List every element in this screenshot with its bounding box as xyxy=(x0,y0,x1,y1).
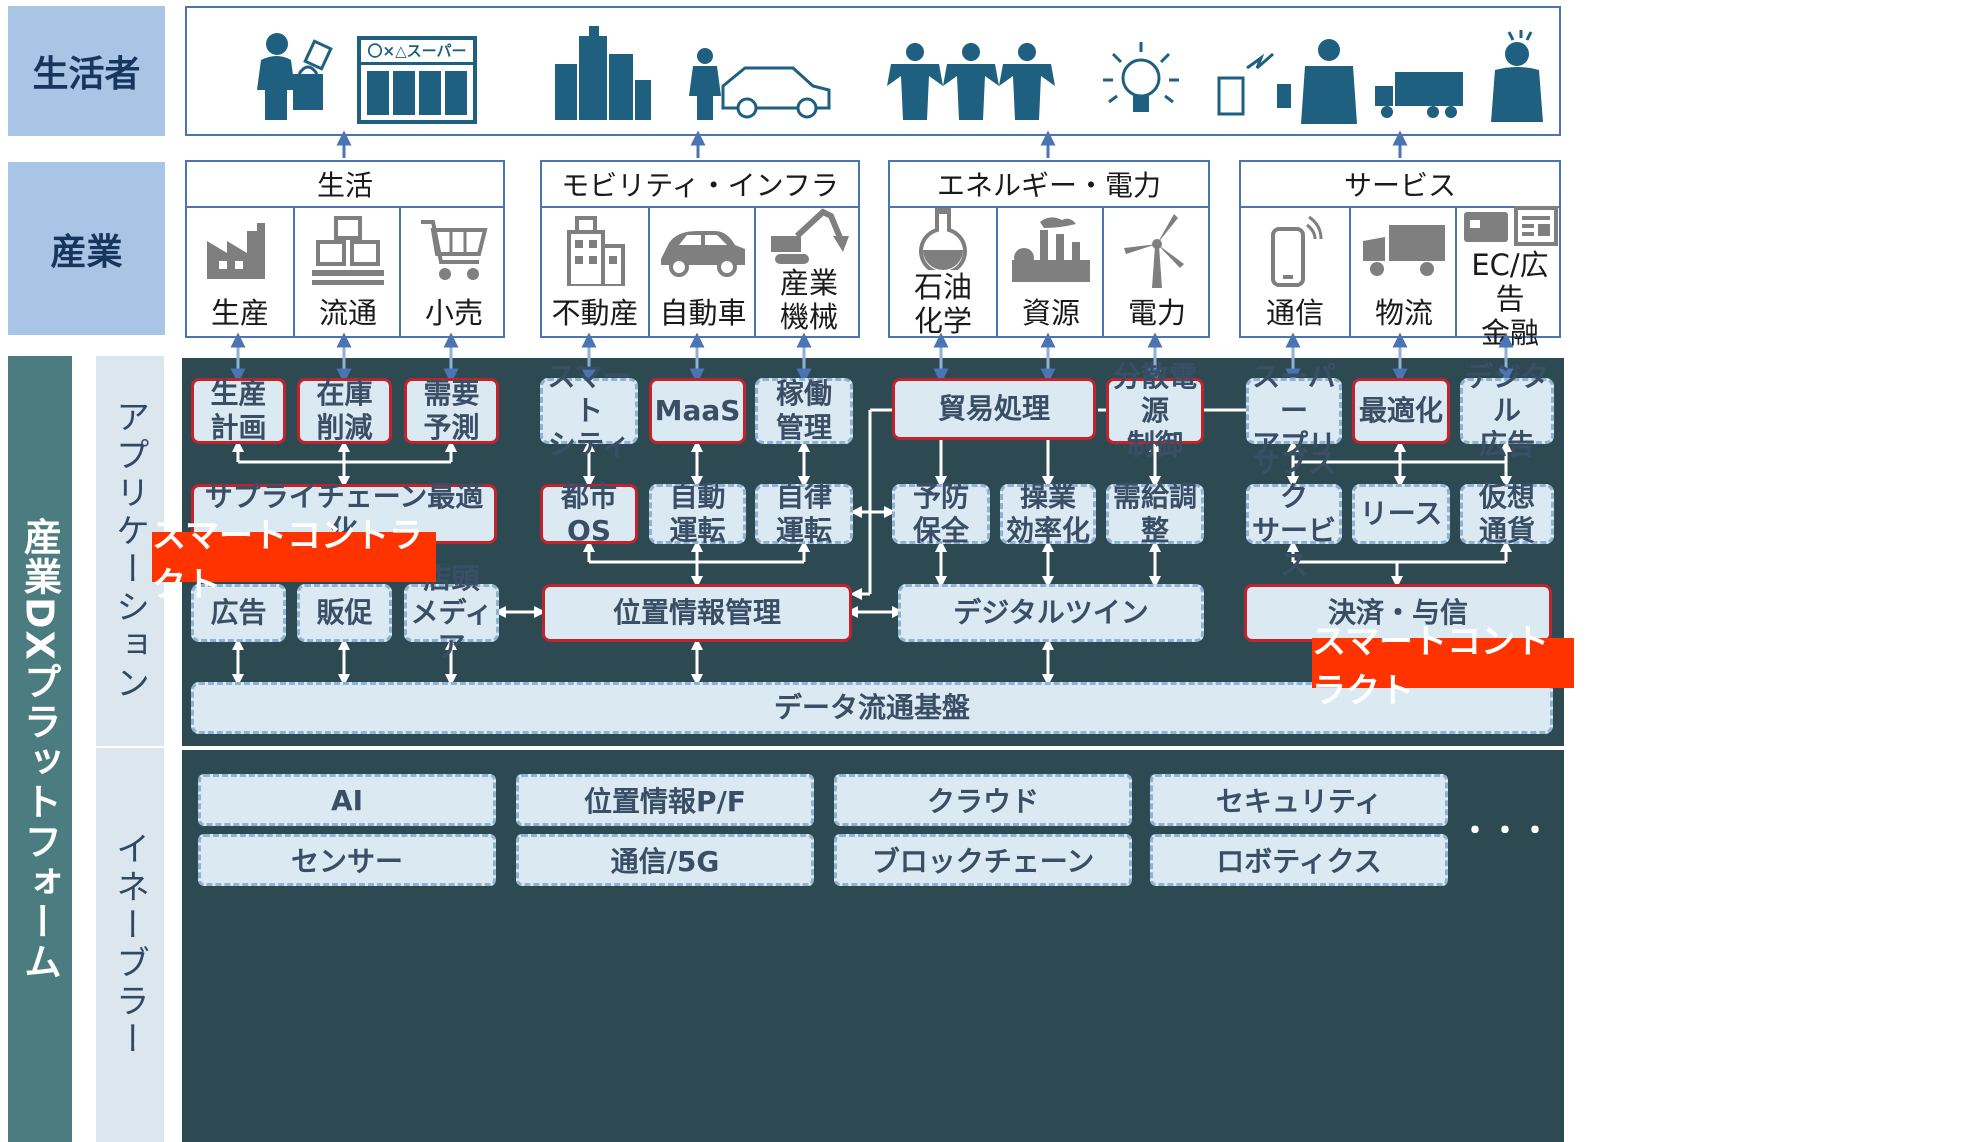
supermarket-icon: 〇×△スーパー xyxy=(357,36,477,124)
industry-item-label: EC/広告 金融 xyxy=(1471,248,1549,350)
app-digital-twin[interactable]: デジタルツイン xyxy=(898,584,1204,642)
industry-item-label: 不動産 xyxy=(551,296,639,330)
app-location-management[interactable]: 位置情報管理 xyxy=(542,584,852,642)
app-subscription-service[interactable]: サブスク サービス xyxy=(1246,446,1342,581)
industry-item: 生産 xyxy=(187,206,293,336)
group-title: 生活 xyxy=(187,162,503,208)
cart-icon xyxy=(421,220,488,280)
plant-icon xyxy=(1012,217,1090,282)
enabler-ai[interactable]: AI xyxy=(198,774,496,826)
industry-group-life: 生活 生産 流通 小売 xyxy=(185,160,505,338)
app-smart-city[interactable]: スマート シティ xyxy=(540,360,638,461)
flask-icon xyxy=(919,208,967,270)
app-operation-efficiency[interactable]: 操業 効率化 xyxy=(1000,480,1096,547)
person-icon xyxy=(1491,30,1543,122)
industry-item-label: 産業 機械 xyxy=(779,266,838,334)
truck-icon xyxy=(1375,72,1463,118)
app-demand-forecast[interactable]: 需要 予測 xyxy=(404,377,499,444)
truck-icon xyxy=(1363,225,1445,276)
app-autonomous-driving[interactable]: 自動 運転 xyxy=(649,480,746,547)
industry-item: 産業 機械 xyxy=(754,206,862,336)
enabler-security[interactable]: セキュリティ xyxy=(1150,774,1448,826)
smart-contract-tag: スマートコントラクト xyxy=(152,516,436,605)
row-label-application: アプリケーション xyxy=(96,356,164,746)
lightbulb-icon xyxy=(1103,42,1179,112)
industry-item: 流通 xyxy=(293,206,401,336)
app-operation-management[interactable]: 稼働 管理 xyxy=(755,377,853,444)
industry-item: EC/広告 金融 xyxy=(1455,206,1563,350)
app-inventory-reduction[interactable]: 在庫 削減 xyxy=(297,377,392,444)
industry-item: 物流 xyxy=(1349,206,1457,336)
enabler-robotics[interactable]: ロボティクス xyxy=(1150,834,1448,886)
app-city-os[interactable]: 都市OS xyxy=(540,480,638,547)
app-production-planning[interactable]: 生産 計画 xyxy=(191,377,286,444)
app-lease[interactable]: リース xyxy=(1352,484,1450,544)
windmill-icon xyxy=(1124,214,1184,288)
industry-item-label: 自動車 xyxy=(659,296,747,330)
group-title: サービス xyxy=(1241,162,1559,208)
industry-group-service: サービス 通信 物流 EC/広告 金融 xyxy=(1239,160,1563,350)
enabler-communication-5g[interactable]: 通信/5G xyxy=(516,834,814,886)
industry-item-label: 石油 化学 xyxy=(913,270,972,338)
industry-item-label: 通信 xyxy=(1265,296,1324,330)
industry-group-mobility: モビリティ・インフラ 不動産 自動車 産業 機械 xyxy=(540,160,860,338)
police-car-icon xyxy=(689,48,831,120)
industry-group-energy: エネルギー・電力 石油 化学 資源 電力 xyxy=(888,160,1210,338)
industry-item-label: 生産 xyxy=(210,296,269,330)
industry-item: 不動産 xyxy=(542,206,648,336)
industry-item-label: 流通 xyxy=(318,296,377,330)
industry-item: 資源 xyxy=(996,206,1104,336)
app-virtual-currency[interactable]: 仮想 通貨 xyxy=(1460,480,1554,547)
row-label-industry: 産業 xyxy=(8,162,165,335)
app-super-app[interactable]: スーパー アプリ xyxy=(1246,360,1342,461)
industry-item: 石油 化学 xyxy=(890,206,996,338)
enabler-cloud[interactable]: クラウド xyxy=(834,774,1132,826)
app-payment-credit[interactable]: 決済・与信 xyxy=(1244,584,1552,642)
industry-item: 小売 xyxy=(399,206,507,336)
meter-phone-icon xyxy=(1217,39,1357,124)
row-label-enabler: イネーブラー xyxy=(96,748,164,1142)
data-distribution-platform[interactable]: データ流通基盤 xyxy=(191,682,1553,734)
app-trade-processing[interactable]: 貿易処理 xyxy=(892,378,1096,440)
industry-item: 通信 xyxy=(1241,206,1349,336)
enabler-blockchain[interactable]: ブロックチェーン xyxy=(834,834,1132,886)
app-digital-ad[interactable]: デジタル 広告 xyxy=(1460,360,1554,461)
building-icon xyxy=(567,216,625,286)
app-maas[interactable]: MaaS xyxy=(649,378,746,444)
phone-icon xyxy=(1271,215,1323,287)
consumer-panel: 〇×△スーパー xyxy=(185,6,1561,136)
people-icon xyxy=(887,43,1055,120)
row-label-platform: 産業DXプラットフォーム xyxy=(8,356,72,1142)
factory-icon xyxy=(207,223,265,279)
boxes-icon xyxy=(312,216,384,285)
enabler-location-pf[interactable]: 位置情報P/F xyxy=(516,774,814,826)
shopper-icon xyxy=(257,33,333,120)
app-optimization[interactable]: 最適化 xyxy=(1352,378,1450,444)
smart-contract-tag: スマートコントラクト xyxy=(1312,622,1574,711)
group-title: モビリティ・インフラ xyxy=(542,162,858,208)
car-icon xyxy=(661,231,745,277)
card-icon xyxy=(1464,206,1558,246)
industry-item: 電力 xyxy=(1102,206,1210,336)
enabler-sensor[interactable]: センサー xyxy=(198,834,496,886)
app-sales-promotion[interactable]: 販促 xyxy=(297,584,392,642)
supermarket-sign: 〇×△スーパー xyxy=(361,40,473,65)
app-advertising[interactable]: 広告 xyxy=(191,584,286,642)
app-supply-demand-adjustment[interactable]: 需給調整 xyxy=(1106,480,1204,547)
row-label-consumer: 生活者 xyxy=(8,6,165,136)
excavator-icon xyxy=(771,208,849,264)
industry-item-label: 資源 xyxy=(1021,296,1080,330)
app-distributed-power-control[interactable]: 分散電源 制御 xyxy=(1106,360,1204,461)
more-ellipsis: ・・・ xyxy=(1460,814,1550,849)
buildings-icon xyxy=(555,26,651,120)
group-title: エネルギー・電力 xyxy=(890,162,1208,208)
industry-item-label: 小売 xyxy=(424,296,483,330)
app-predictive-maintenance[interactable]: 予防 保全 xyxy=(892,480,990,547)
app-autonomous-operation[interactable]: 自律 運転 xyxy=(755,480,853,547)
industry-item: 自動車 xyxy=(648,206,756,336)
industry-item-label: 物流 xyxy=(1374,296,1433,330)
industry-item-label: 電力 xyxy=(1127,296,1186,330)
